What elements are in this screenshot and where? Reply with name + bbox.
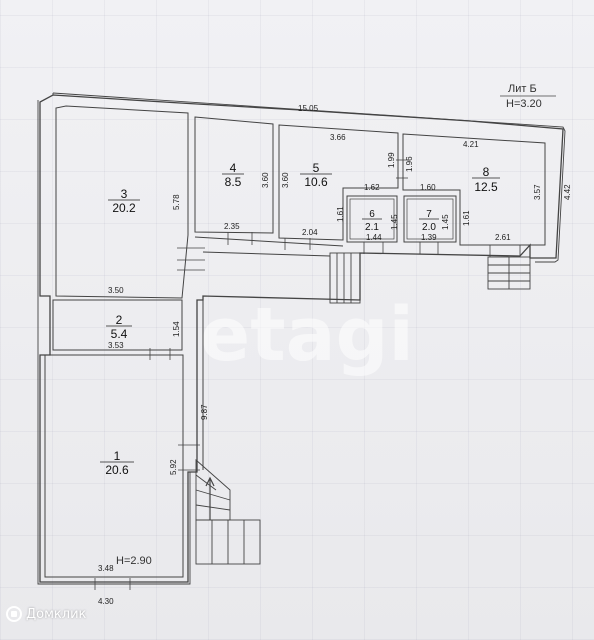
- dim-bottom-total: 4.30: [98, 597, 114, 606]
- outer-wall-left: [37, 93, 191, 585]
- dim-room5-top: 3.66: [330, 133, 346, 142]
- room-3-area: 20.2: [112, 201, 136, 215]
- room-3-number: 3: [121, 187, 128, 201]
- room-5-area: 10.6: [304, 175, 328, 189]
- bottom-stairs: [195, 459, 261, 565]
- room-6-area: 2.1: [365, 222, 379, 233]
- outer-wall-outer: [52, 92, 566, 263]
- room-1-number: 1: [114, 449, 121, 463]
- room-6-inner: [349, 198, 395, 240]
- room-4-number: 4: [230, 161, 237, 175]
- room-6-number: 6: [369, 209, 375, 220]
- room-1-area: 20.6: [105, 463, 129, 477]
- dim-room8-right: 3.57: [533, 184, 542, 200]
- header-height: H=3.20: [506, 98, 542, 110]
- dim-top-total: 15.05: [298, 104, 319, 113]
- room-3-outline: [55, 105, 189, 299]
- dim-room4-height: 3.60: [261, 172, 270, 188]
- domclick-icon: [6, 606, 22, 622]
- dim-room1-width: 3.48: [98, 564, 114, 573]
- door-ticks: [94, 159, 521, 590]
- watermark: etagi: [200, 292, 414, 378]
- dim-room7-top: 1.60: [420, 183, 436, 192]
- dim-room8-top: 4.21: [463, 140, 479, 149]
- dim-room6-left: 1.61: [336, 206, 345, 222]
- outer-wall: [39, 94, 564, 583]
- room-7-number: 7: [426, 209, 432, 220]
- room-8-outline: [402, 133, 546, 246]
- dim-corridor: 9.87: [200, 404, 209, 420]
- room-2-number: 2: [116, 313, 123, 327]
- dim-room8-left: 1.96: [405, 156, 414, 172]
- room-8-area: 12.5: [474, 180, 498, 194]
- dim-room4-width: 2.35: [224, 222, 240, 231]
- dim-room3-width: 3.50: [108, 286, 124, 295]
- right-stairs: [487, 256, 531, 290]
- corridor-walls: [194, 236, 344, 470]
- room-1-outline: [44, 354, 184, 578]
- dim-room8-inner: 1.61: [462, 210, 471, 226]
- center-stairs: [329, 252, 361, 304]
- room-7-inner: [406, 198, 454, 240]
- footer-height: H=2.90: [116, 555, 152, 567]
- dim-room1-height: 5.92: [169, 459, 178, 475]
- dim-room7-bottom: 1.39: [421, 233, 437, 242]
- lit-label: Лит Б: [508, 83, 537, 95]
- dim-room3-height: 5.78: [172, 194, 181, 210]
- logo-text: Домклик: [26, 606, 87, 622]
- dim-room6-right: 1.45: [390, 214, 399, 230]
- dim-room7-right: 1.45: [441, 214, 450, 230]
- dim-room6-top: 1.62: [364, 183, 380, 192]
- room-5-outline: [278, 124, 399, 241]
- dim-right-total: 4.42: [563, 184, 572, 200]
- room-7-area: 2.0: [422, 222, 436, 233]
- dim-room2-height: 1.54: [172, 321, 181, 337]
- dim-room5-left: 3.60: [281, 172, 290, 188]
- room-4-outline: [194, 116, 274, 234]
- room-4-area: 8.5: [225, 175, 242, 189]
- dim-room5-bottom: 2.04: [302, 228, 318, 237]
- dim-room5-right: 1.99: [387, 152, 396, 168]
- room-7-outline: [403, 195, 457, 243]
- room-5-number: 5: [313, 161, 320, 175]
- room-8-number: 8: [483, 165, 490, 179]
- room-6-outline: [346, 195, 398, 243]
- dim-room2-width: 3.53: [108, 341, 124, 350]
- dim-room8-bottom: 2.61: [495, 233, 511, 242]
- dim-room6-bottom: 1.44: [366, 233, 382, 242]
- domclick-logo: Домклик: [6, 604, 86, 624]
- room-2-outline: [52, 299, 183, 351]
- room-2-area: 5.4: [111, 327, 128, 341]
